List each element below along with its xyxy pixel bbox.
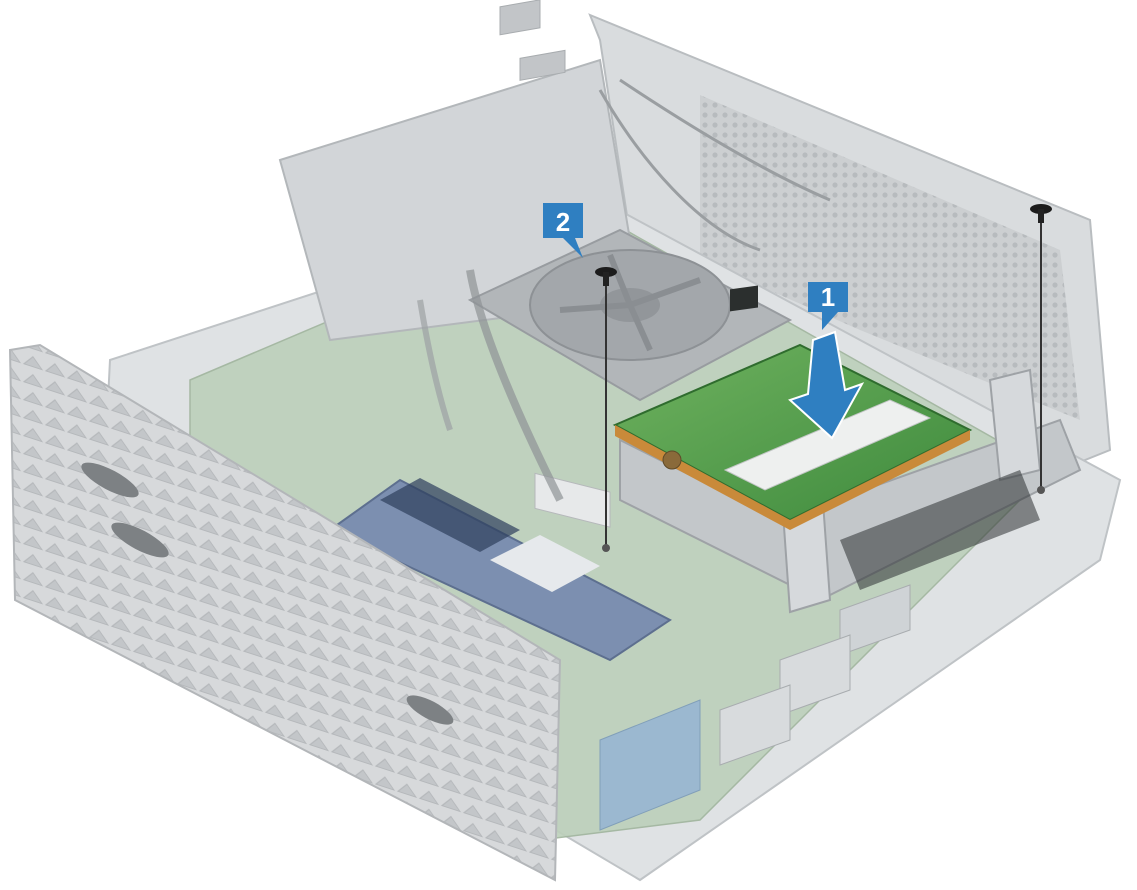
- antenna-cable-2: [619, 78, 831, 202]
- down-arrow-icon: [788, 330, 865, 440]
- rear-mesh-panel: [700, 95, 1080, 420]
- cooling-fan: [467, 228, 793, 528]
- rear-port-1: [499, 0, 541, 36]
- grille-slot-1: [81, 462, 139, 498]
- front-ports: [599, 584, 911, 831]
- antenna-cable-1: [598, 89, 761, 252]
- rear-port-2: [519, 49, 566, 81]
- callout-2-label: 2: [556, 207, 570, 237]
- screw-icon: [595, 267, 617, 552]
- m2-ssd: [328, 478, 672, 662]
- callout-1: 1: [808, 282, 848, 330]
- grille-slot-2: [111, 522, 169, 558]
- front-grille-cover: [8, 343, 562, 882]
- grille-slot-3: [406, 695, 454, 725]
- screw-icon: [1030, 204, 1052, 494]
- callout-1-label: 1: [821, 282, 835, 312]
- board-cable-left: [417, 299, 453, 431]
- expansion-card: [612, 285, 973, 530]
- board-cable-bundle: [466, 269, 564, 502]
- callout-2: 2: [543, 203, 583, 258]
